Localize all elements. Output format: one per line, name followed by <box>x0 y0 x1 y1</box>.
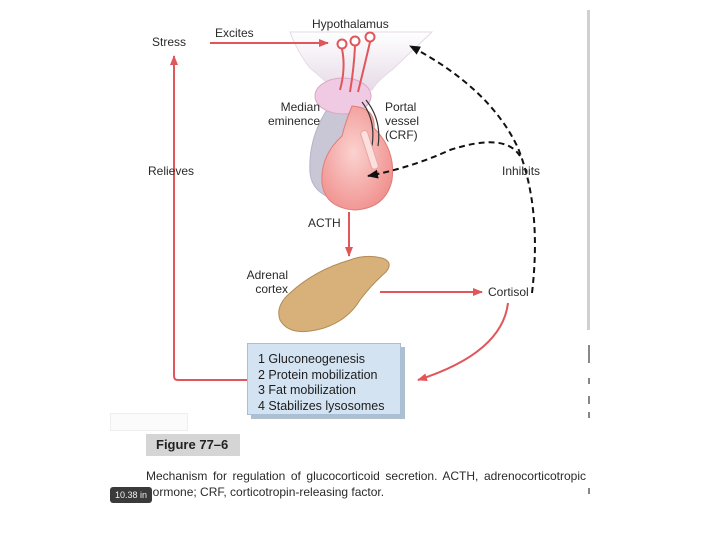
hypothalamus-label: Hypothalamus <box>312 17 389 31</box>
effect-item: 2 Protein mobilization <box>258 367 378 382</box>
edge-mark <box>588 488 590 494</box>
page-edge-strip <box>587 10 590 330</box>
median-eminence-label: Median eminence <box>267 100 320 128</box>
arrow-inhibits-pituitary <box>367 141 521 179</box>
effect-item: 1 Gluconeogenesis <box>258 352 366 366</box>
diagram-illustration <box>170 31 536 382</box>
inhibits-label: Inhibits <box>502 164 541 178</box>
figure-caption: Mechanism for regulation of glucocortico… <box>146 469 586 499</box>
anterior-pituitary-shape <box>321 105 394 211</box>
arrow-cortisol-to-effects <box>417 302 509 382</box>
cortisol-label: Cortisol <box>488 285 529 299</box>
edge-mark <box>588 345 590 363</box>
acth-label: ACTH <box>308 216 341 230</box>
effect-item: 3 Fat mobilization <box>258 383 356 397</box>
stress-label: Stress <box>152 35 187 49</box>
figure-area: Stress Excites Hypothalamus Median emine… <box>110 8 590 508</box>
portal-vessel <box>361 99 380 147</box>
excites-label: Excites <box>215 26 254 40</box>
figure-label-bar: Figure 77–6 <box>146 434 240 456</box>
relieves-label: Relieves <box>148 164 195 178</box>
edge-mark <box>588 396 590 404</box>
hypothalamic-neurons <box>336 31 376 93</box>
portal-vessel-label: Portal vessel (CRF) <box>385 100 420 142</box>
size-badge: 10.38 in <box>110 487 152 503</box>
adrenal-cortex-label: Adrenal cortex <box>246 268 288 296</box>
edge-mark <box>588 378 590 384</box>
arrow-relieves <box>170 55 247 381</box>
adrenal-cortex-shape <box>278 255 390 333</box>
figure-label: Figure 77–6 <box>156 437 229 452</box>
portal-vessel-tube <box>360 130 379 170</box>
edge-mark <box>588 412 590 418</box>
effects-box: 1 Gluconeogenesis 2 Protein mobilization… <box>247 343 401 415</box>
faded-tab <box>110 413 188 431</box>
effect-item: 4 Stabilizes lysosomes <box>258 398 385 413</box>
inhibition-arrows <box>367 45 536 294</box>
red-arrows <box>170 39 509 382</box>
